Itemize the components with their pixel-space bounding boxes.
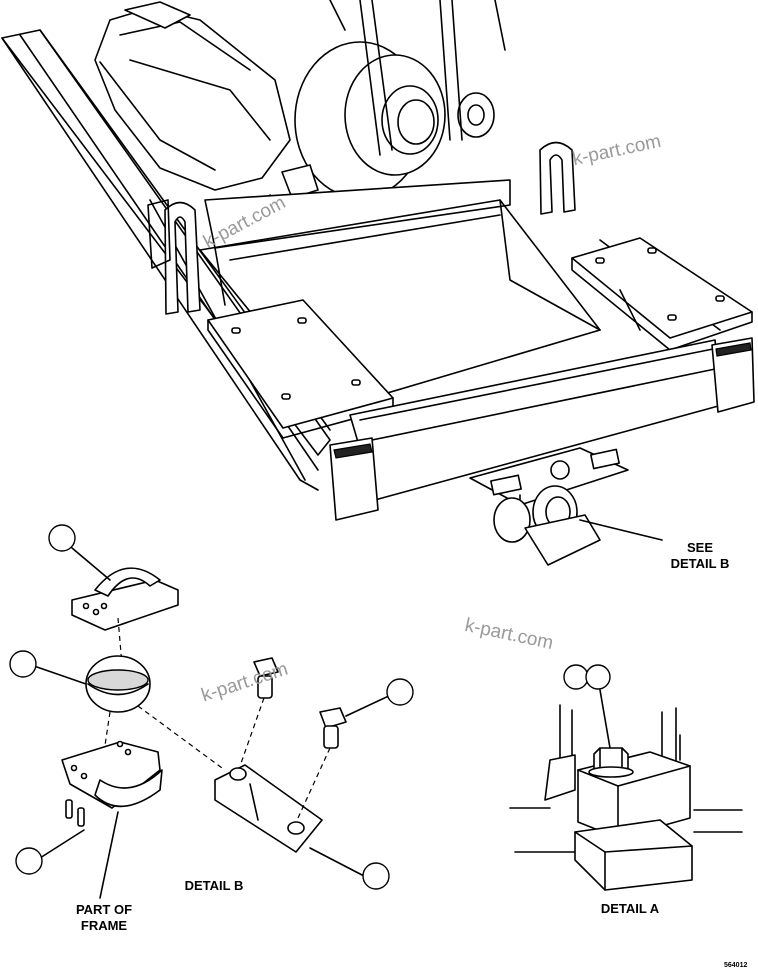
detail-b-parts [33,547,394,899]
part-of-frame-line1: PART OF [75,902,133,917]
callout-circles [9,524,611,890]
callout-circle [585,664,611,690]
see-detail-b-label: SEE DETAIL B [660,540,740,572]
callout-circle [563,664,589,690]
callout-circle [386,678,414,706]
see-detail-b-line1: SEE [686,540,713,555]
part-of-frame-line2: FRAME [80,918,128,933]
detail-b-title: DETAIL B [184,878,244,893]
callout-circle [15,847,43,875]
callout-circle [9,650,37,678]
drawing-code: 564012 [724,962,748,969]
frame-assembly [1,0,755,566]
detail-a-title: DETAIL A [600,901,660,916]
detail-a-parts [509,689,743,891]
callout-circle [362,862,390,890]
callout-circle [48,524,76,552]
part-of-frame-label: PART OF FRAME [62,902,146,934]
see-detail-b-line2: DETAIL B [670,556,730,571]
